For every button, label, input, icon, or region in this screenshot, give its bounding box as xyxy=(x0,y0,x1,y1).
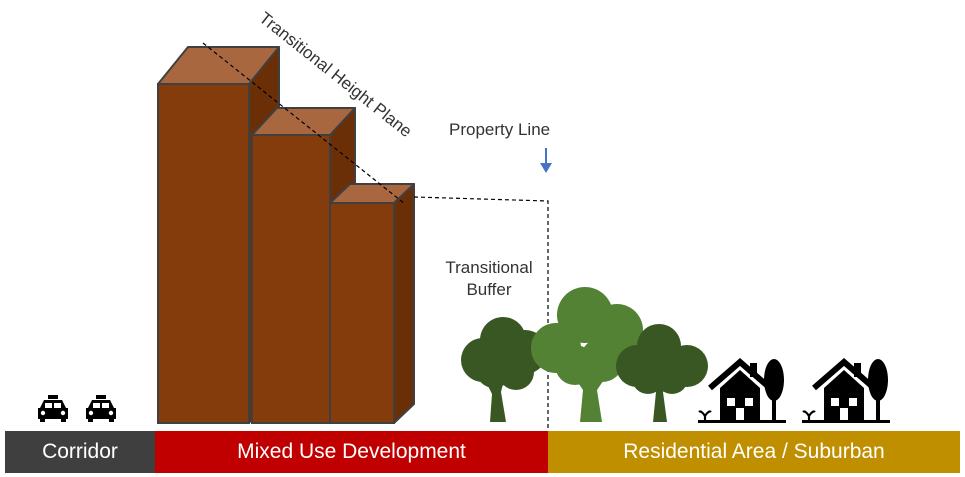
short-building xyxy=(329,183,415,424)
zone-mixed-use: Mixed Use Development xyxy=(155,431,548,473)
transitional-buffer-label: Transitional Buffer xyxy=(434,257,544,301)
property-line-label: Property Line xyxy=(449,120,551,139)
buffer-label-line2: Buffer xyxy=(466,280,512,300)
height-plane-line xyxy=(202,42,406,205)
trees xyxy=(461,287,708,422)
zone-corridor: Corridor xyxy=(5,431,155,473)
zone-corridor-label: Corridor xyxy=(42,440,118,463)
taxi-icon xyxy=(38,395,68,422)
buffer-label-line1: Transitional xyxy=(445,258,533,277)
buffer-line xyxy=(413,196,549,431)
zone-mixed-use-label: Mixed Use Development xyxy=(237,440,466,463)
property-line-arrow xyxy=(540,148,552,173)
vehicles xyxy=(38,395,116,422)
zone-residential: Residential Area / Suburban xyxy=(548,431,960,473)
zone-residential-label: Residential Area / Suburban xyxy=(623,440,885,463)
house-icon xyxy=(802,358,890,423)
tree-icon xyxy=(461,317,547,422)
buildings xyxy=(157,46,415,424)
taxi-icon xyxy=(86,395,116,422)
tree-icon xyxy=(531,287,643,422)
house-icon xyxy=(698,358,786,423)
tree-icon xyxy=(616,324,708,422)
houses xyxy=(698,358,890,423)
